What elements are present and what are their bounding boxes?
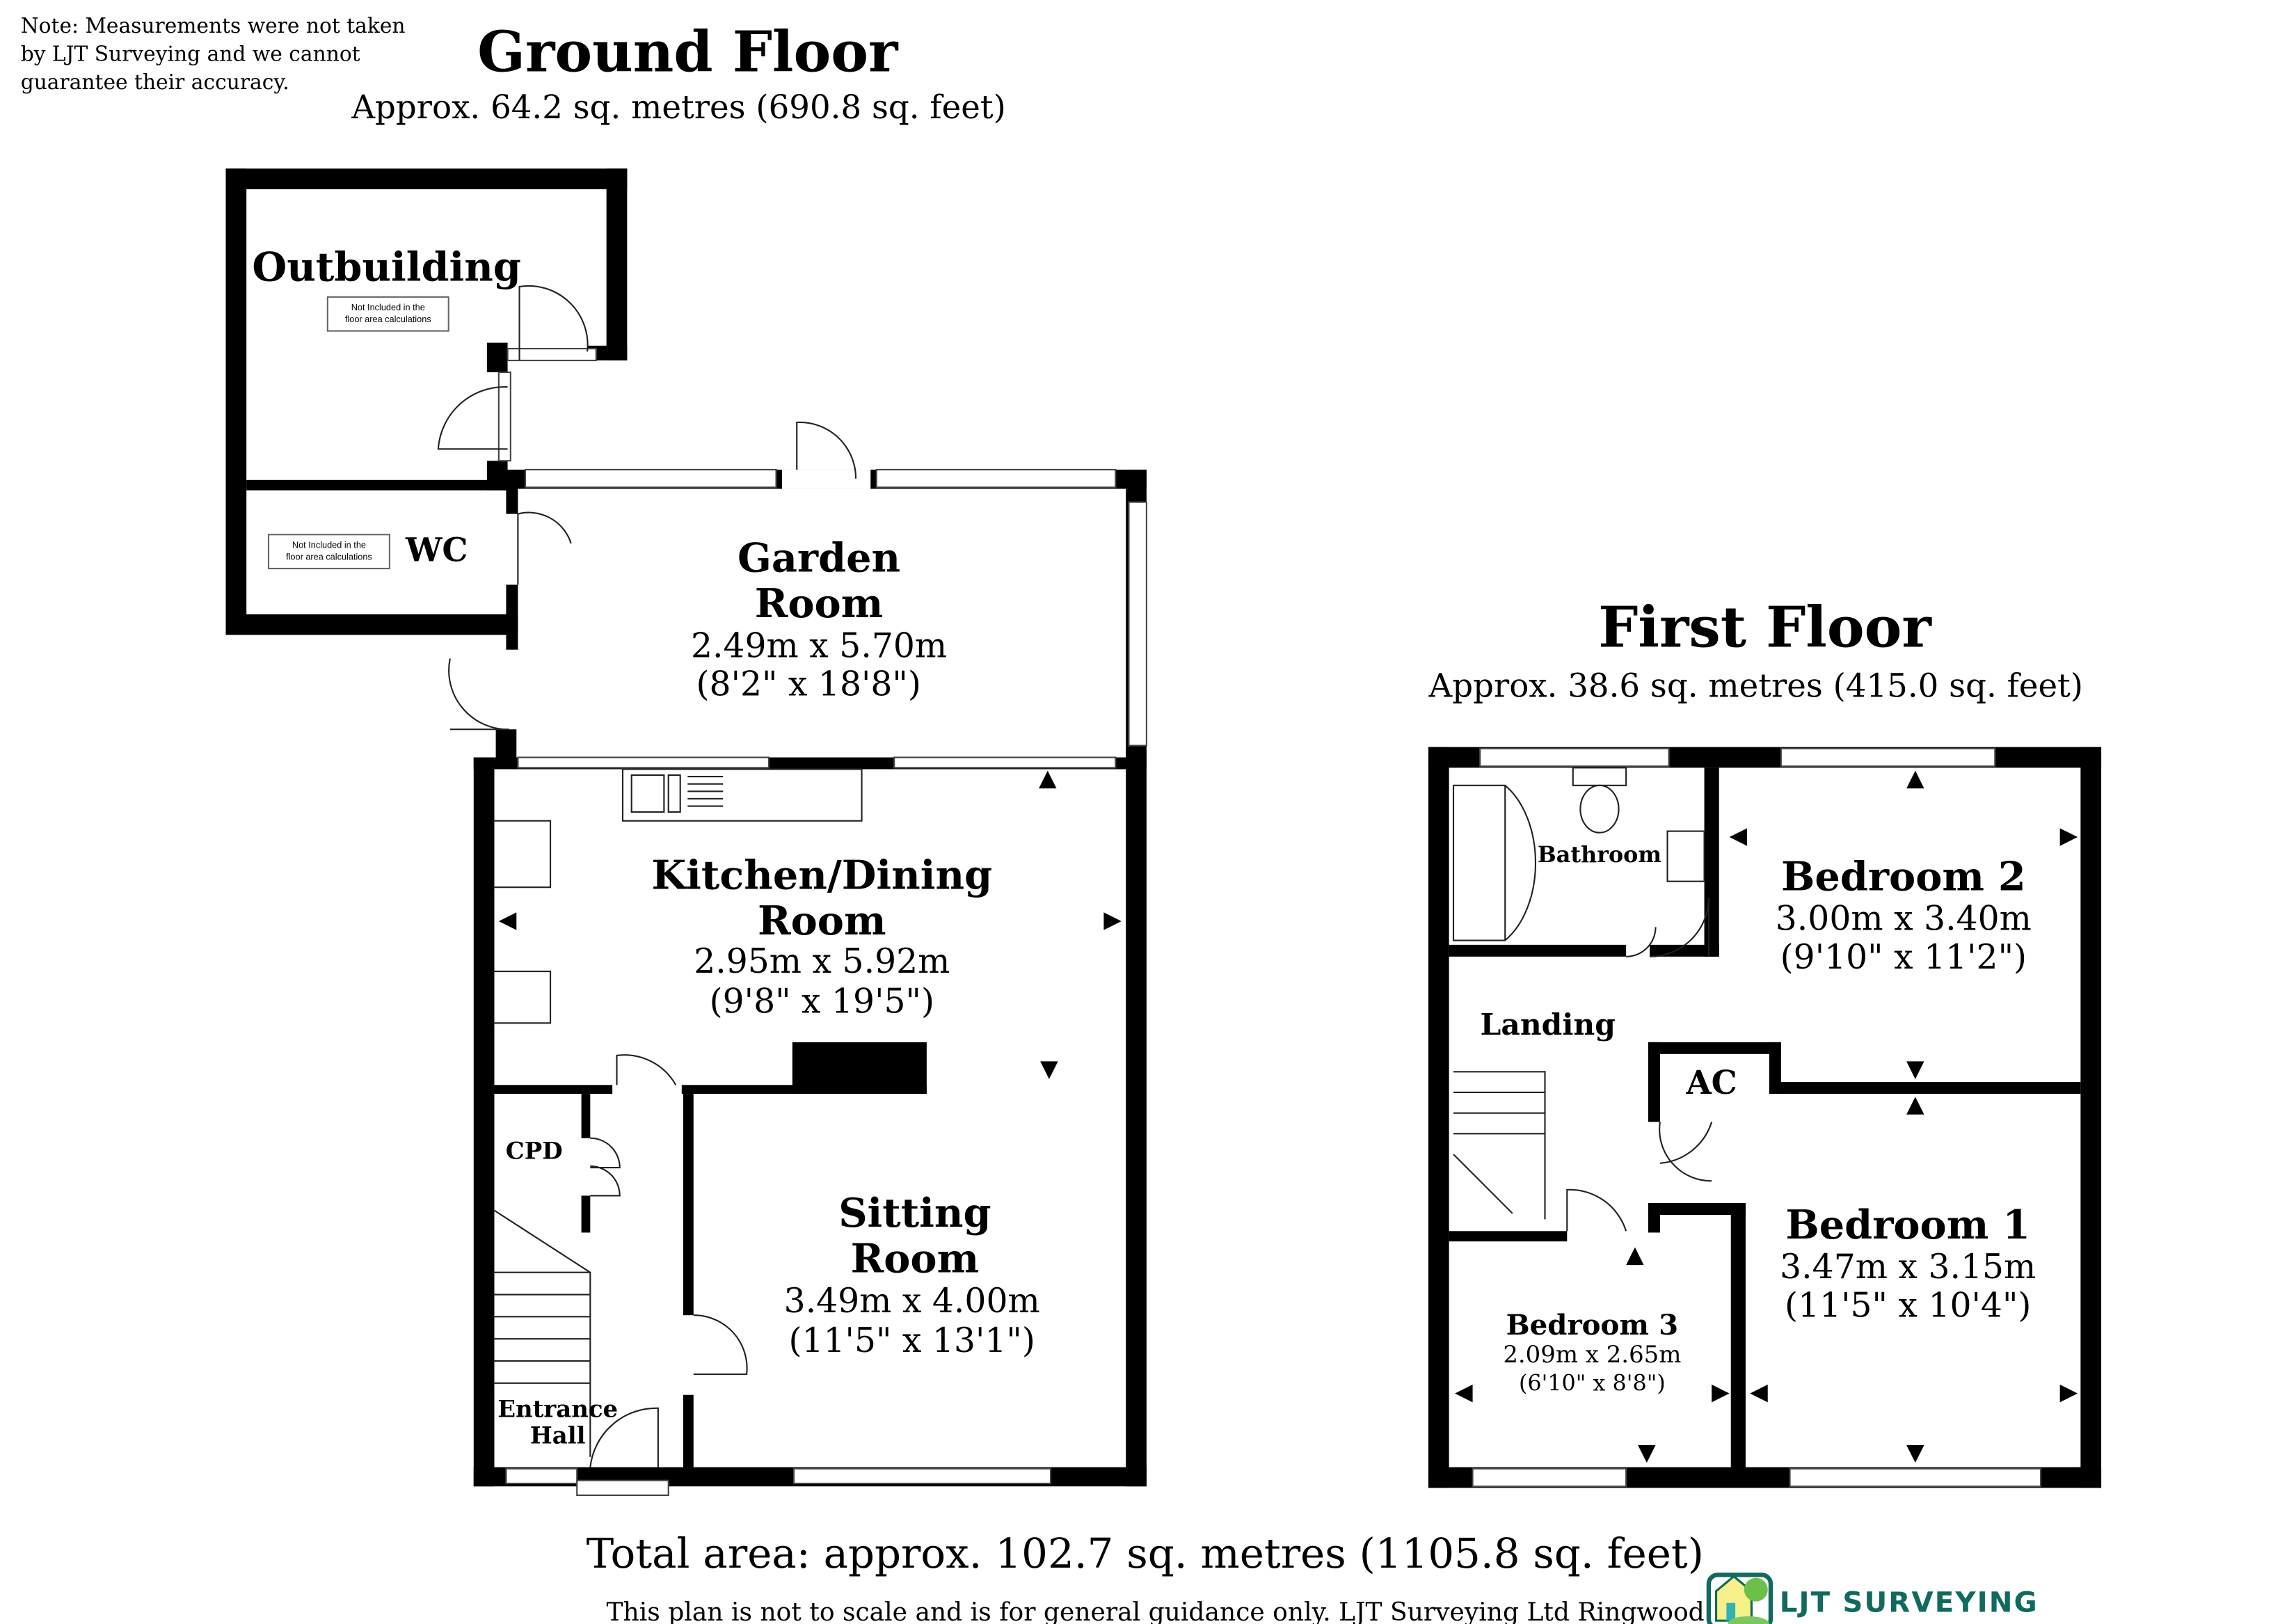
garden-room-label: Room [755, 580, 884, 627]
ground-floor-area: Approx. 64.2 sq. metres (690.8 sq. feet) [351, 89, 1005, 127]
outbuilding-badge: Not Included in the [351, 302, 425, 312]
first-floor-walls [1428, 747, 2102, 1488]
fixtures [437, 285, 1122, 1467]
garden-room-metric: 2.49m x 5.70m [691, 626, 947, 665]
bedroom2-imperial: (9'10" x 11'2") [1780, 937, 2027, 977]
kitchen-label: Kitchen/Dining [651, 851, 992, 898]
bedroom1-imperial: (11'5" x 10'4") [1785, 1285, 2031, 1325]
wc-badge: floor area calculations [286, 551, 372, 562]
outbuilding-label: Outbuilding [252, 244, 521, 291]
ac-label: AC [1685, 1064, 1737, 1102]
sitting-room-label: Room [851, 1235, 980, 1282]
bedroom1-label: Bedroom 1 [1785, 1201, 2030, 1248]
kitchen-metric: 2.95m x 5.92m [694, 941, 950, 981]
entrance-hall-label: Hall [530, 1422, 586, 1450]
bedroom3-label: Bedroom 3 [1506, 1308, 1678, 1342]
toilet-icon [1579, 784, 1620, 834]
sitting-room-metric: 3.49m x 4.00m [784, 1281, 1040, 1321]
first-floor-area: Approx. 38.6 sq. metres (415.0 sq. feet) [1428, 668, 2083, 706]
ground-floor-walls [225, 168, 1147, 1497]
outbuilding-badge: floor area calculations [345, 314, 431, 324]
bedroom3-metric: 2.09m x 2.65m [1503, 1342, 1681, 1369]
measurement-note: Note: Measurements were not taken by LJT… [21, 14, 406, 95]
first-floor-title: First Floor [1598, 594, 1932, 660]
bedroom2-metric: 3.00m x 3.40m [1776, 899, 2032, 939]
bath-icon [1452, 784, 1537, 941]
sitting-room-imperial: (11'5" x 13'1") [788, 1321, 1035, 1360]
note-line: by LJT Surveying and we cannot [21, 42, 360, 67]
sink-icon [630, 774, 665, 813]
wc-label: WC [405, 531, 468, 569]
sitting-room-label: Sitting [838, 1189, 991, 1236]
kitchen-label: Room [758, 897, 886, 944]
garden-room-label: Garden [738, 534, 900, 581]
wc-badge: Not Included in the [292, 539, 366, 550]
first-floor-fixtures [1452, 767, 2078, 1463]
bedroom3-imperial: (6'10" x 8'8") [1519, 1369, 1666, 1396]
note-line: guarantee their accuracy. [21, 70, 289, 95]
note-line: Note: Measurements were not taken [21, 14, 406, 38]
landing-label: Landing [1481, 1008, 1616, 1042]
bedroom1-metric: 3.47m x 3.15m [1780, 1247, 2036, 1287]
basin-icon [1666, 830, 1705, 882]
bedroom2-label: Bedroom 2 [1781, 852, 2026, 900]
garden-room-imperial: (8'2" x 18'8") [696, 664, 921, 703]
bathroom-label: Bathroom [1538, 841, 1661, 868]
entrance-hall-label: Entrance [497, 1396, 618, 1424]
disclaimer: This plan is not to scale and is for gen… [606, 1598, 1704, 1624]
logo-text: LJT Surveying [1780, 1586, 2039, 1618]
ground-floor-title: Ground Floor [477, 19, 899, 85]
cpd-label: CPD [506, 1137, 563, 1165]
total-area: Total area: approx. 102.7 sq. metres (11… [587, 1530, 1704, 1578]
ljt-surveying-logo: LJT Surveying [1706, 1573, 2039, 1624]
kitchen-imperial: (9'8" x 19'5") [710, 981, 934, 1021]
